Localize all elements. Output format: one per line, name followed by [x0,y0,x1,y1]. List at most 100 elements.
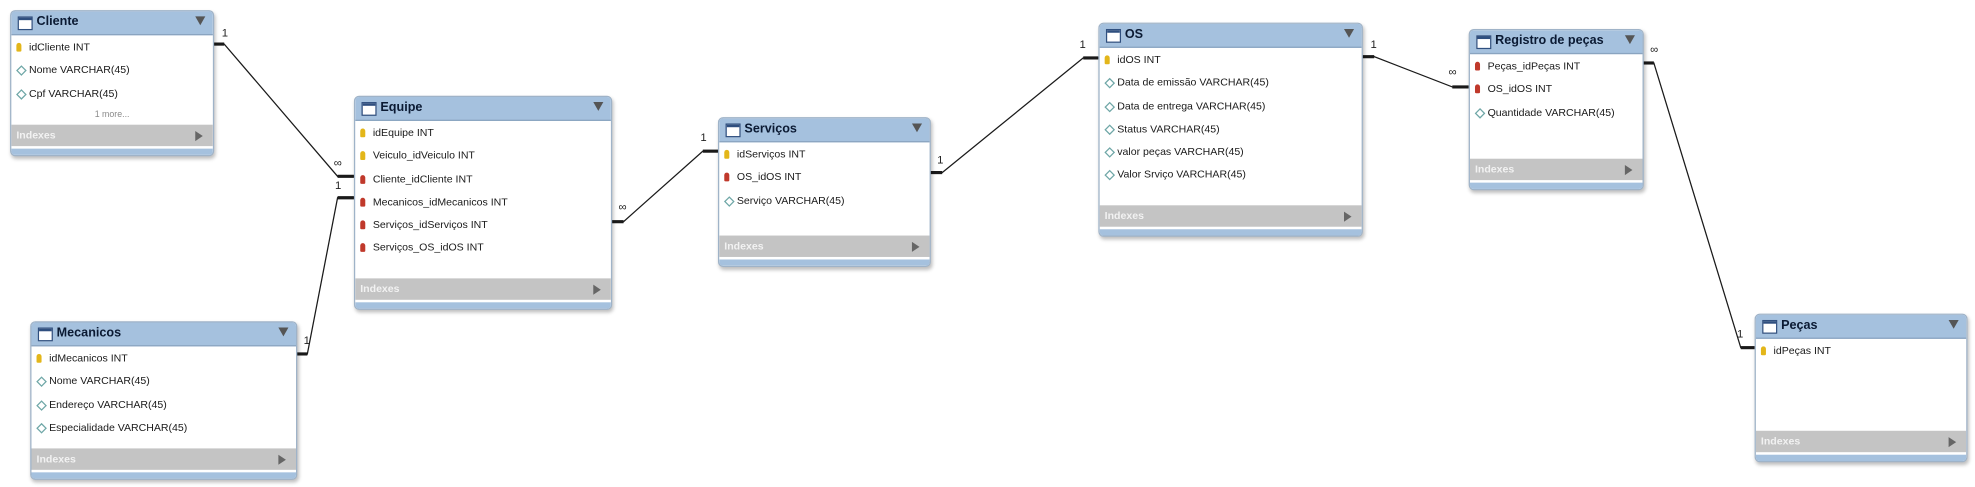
table-header[interactable]: Registro de peças [1469,30,1643,55]
column-row[interactable]: Endereço VARCHAR(45) [31,392,296,415]
column-name: Serviços_OS_idOS INT [372,241,484,254]
column-row[interactable]: OS_idOS INT [1470,77,1643,100]
column-name: Cliente_idCliente INT [372,172,473,185]
table-footer [31,472,297,479]
column-name: Data de emissão VARCHAR(45) [1117,75,1269,89]
attribute-diamond-icon [1104,101,1116,112]
collapse-arrow-icon[interactable] [593,102,604,111]
column-row[interactable]: idServiços INT [719,142,929,165]
table-footer [11,148,213,155]
table-name: Peças [1781,318,1818,333]
expand-arrow-icon[interactable] [593,284,601,295]
cardinality-equipe-servicos-many: ∞ [618,200,627,213]
column-row[interactable]: idOS INT [1100,48,1362,71]
table-icon [725,123,741,138]
primary-key-icon [360,151,366,161]
table-pecas[interactable]: Peças idPeças INT Indexes [1754,313,1968,463]
primary-key-icon [1104,55,1110,65]
table-footer [719,259,930,266]
column-row[interactable]: Nome VARCHAR(45) [31,369,296,392]
column-row[interactable]: idCliente INT [11,35,213,58]
indexes-section[interactable]: Indexes [31,448,297,470]
table-icon [1105,28,1122,43]
column-name: Serviços_idServiços INT [372,218,488,231]
column-row[interactable]: Quantidade VARCHAR(45) [1470,100,1643,123]
collapse-arrow-icon[interactable] [278,327,289,337]
column-row[interactable]: idEquipe INT [355,121,611,144]
attribute-diamond-icon [723,195,735,207]
column-row[interactable]: Data de emissão VARCHAR(45) [1100,71,1362,94]
collapse-arrow-icon[interactable] [1948,319,1959,329]
table-equipe[interactable]: Equipe idEquipe INT Veiculo_idVeiculo IN… [353,95,613,310]
column-name: Peças_idPeças INT [1487,59,1581,72]
table-servicos[interactable]: Serviços idServiços INT OS_idOS INT Serv… [717,117,931,268]
collapse-arrow-icon[interactable] [1624,35,1635,45]
column-row[interactable]: Veiculo_idVeiculo INT [355,144,611,167]
expand-arrow-icon[interactable] [1343,211,1352,222]
column-row[interactable]: Valor Srviço VARCHAR(45) [1100,163,1362,186]
column-row[interactable]: Serviços_idServiços INT [355,213,611,236]
column-name: Serviço VARCHAR(45) [736,193,845,207]
column-name: Mecanicos_idMecanicos INT [372,195,508,208]
column-row[interactable]: Especialidade VARCHAR(45) [31,416,296,439]
column-name: Valor Srviço VARCHAR(45) [1117,168,1246,181]
rel-servicos-os [928,57,1099,174]
column-row[interactable]: Mecanicos_idMecanicos INT [355,190,611,213]
column-row[interactable]: Cliente_idCliente INT [355,167,611,190]
table-header[interactable]: Peças [1755,314,1967,339]
indexes-section[interactable]: Indexes [1099,205,1362,227]
expand-arrow-icon[interactable] [1948,437,1957,448]
attribute-diamond-icon [36,376,47,388]
indexes-label: Indexes [1760,434,1801,448]
attribute-diamond-icon [36,399,47,411]
cardinality-equipe-many: ∞ [333,156,342,169]
indexes-section[interactable]: Indexes [719,235,930,257]
table-footer [355,302,611,309]
column-row[interactable]: idPeças INT [1756,339,1966,362]
expand-arrow-icon[interactable] [1624,165,1633,176]
table-icon [361,102,377,116]
collapse-arrow-icon[interactable] [1343,28,1355,38]
primary-key-icon [724,149,730,159]
table-mecanicos[interactable]: Mecanicos idMecanicos INT Nome VARCHAR(4… [30,321,298,480]
collapse-arrow-icon[interactable] [911,123,923,133]
attribute-diamond-icon [1104,170,1116,182]
indexes-section[interactable]: Indexes [1469,158,1643,181]
column-row[interactable]: Data de entrega VARCHAR(45) [1100,94,1362,117]
expand-arrow-icon[interactable] [911,241,920,252]
column-name: idCliente INT [28,40,90,53]
expand-arrow-icon[interactable] [195,130,203,142]
table-header[interactable]: Serviços [719,118,930,143]
column-row[interactable]: Peças_idPeças INT [1470,54,1643,77]
column-row[interactable]: Serviços_OS_idOS INT [355,236,611,259]
collapse-arrow-icon[interactable] [195,16,206,26]
indexes-section[interactable]: Indexes [11,124,213,147]
column-row[interactable]: Status VARCHAR(45) [1100,117,1362,140]
table-icon [1476,35,1492,50]
table-os[interactable]: OS idOS INT Data de emissão VARCHAR(45) … [1098,22,1363,237]
cardinality-equipe-one: 1 [335,178,342,192]
column-row[interactable]: Cpf VARCHAR(45) [11,81,213,104]
more-columns-link[interactable]: 1 more... [94,110,130,120]
rel-mecanicos-equipe [294,197,354,355]
attribute-diamond-icon [1104,78,1116,89]
table-header[interactable]: Mecanicos [31,322,297,347]
column-row[interactable]: idMecanicos INT [31,346,296,369]
table-name: Equipe [380,100,423,115]
table-header[interactable]: Cliente [11,11,213,36]
indexes-section[interactable]: Indexes [1755,430,1967,453]
indexes-label: Indexes [36,452,76,465]
expand-arrow-icon[interactable] [278,454,286,465]
indexes-section[interactable]: Indexes [355,278,611,300]
table-header[interactable]: OS [1099,23,1362,48]
table-registro-de-pecas[interactable]: Registro de peças Peças_idPeças INT OS_i… [1468,28,1644,191]
column-row[interactable]: Serviço VARCHAR(45) [719,188,929,211]
table-header[interactable]: Equipe [355,96,611,121]
column-row[interactable]: Nome VARCHAR(45) [11,58,213,81]
column-name: idEquipe INT [372,125,434,139]
column-row[interactable]: valor peças VARCHAR(45) [1100,140,1362,163]
table-cliente[interactable]: Cliente idCliente INT Nome VARCHAR(45) C… [10,10,215,157]
foreign-key-icon [1474,84,1481,94]
column-row[interactable]: OS_idOS INT [719,165,929,188]
column-name: Cpf VARCHAR(45) [28,86,118,99]
